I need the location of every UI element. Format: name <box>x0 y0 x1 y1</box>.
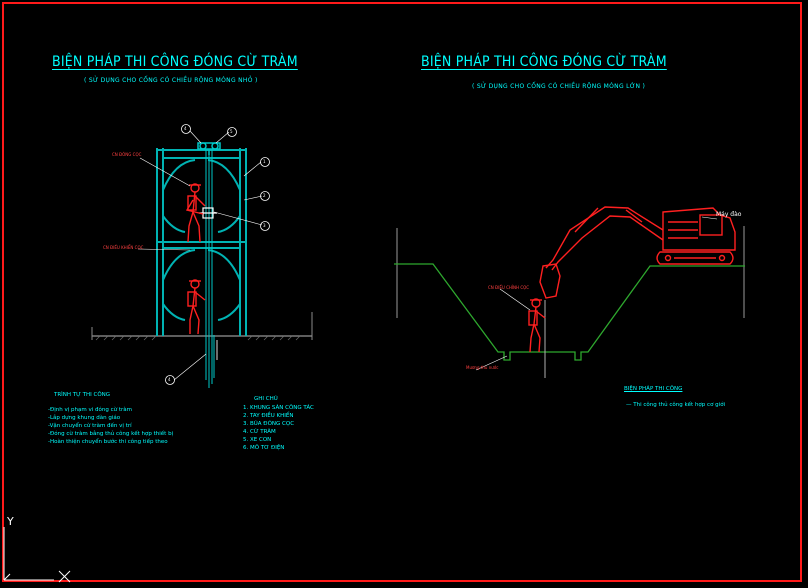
method-list: — Thi công thủ công kết hợp cơ giới <box>626 401 725 409</box>
right-title: BIỆN PHÁP THI CÔNG ĐÓNG CỪ TRÀM <box>421 54 667 70</box>
left-ground-line <box>91 312 313 340</box>
ucs-icon <box>3 527 71 583</box>
notes-list: 1. KHUNG SÀN CÔNG TÁC 2. TAY ĐIỀU KHIỂN … <box>243 404 314 452</box>
marker-3: 3 <box>263 223 266 228</box>
note-item: 3. BÚA ĐÓNG CỌC <box>243 421 295 427</box>
notes-title: GHI CHÚ <box>254 396 278 402</box>
sequence-item: -Vận chuyển cừ tràm đến vị trí <box>48 423 132 429</box>
marker-2: 2 <box>263 193 266 198</box>
marker-4-top: 4 <box>184 126 187 131</box>
note-item: 1. KHUNG SÀN CÔNG TÁC <box>243 405 314 411</box>
method-item: — Thi công thủ công kết hợp cơ giới <box>626 402 726 408</box>
worker-excavation <box>528 298 546 353</box>
left-subtitle: ( SỬ DỤNG CHO CỐNG CÓ CHIỀU RỘNG MÓNG NH… <box>84 77 258 84</box>
drawing-border <box>2 2 802 582</box>
excavator <box>539 206 736 299</box>
sequence-list: -Định vị phạm vi đóng cừ tràm -Lắp dựng … <box>48 406 173 446</box>
right-leaders <box>475 216 718 371</box>
note-item: 6. MÔ TƠ ĐIỆN <box>243 445 285 451</box>
ucs-y-label: Y <box>7 515 14 528</box>
marker-1: 1 <box>263 159 266 164</box>
callout-circles <box>165 124 270 385</box>
note-item: 5. XE CON <box>243 437 272 443</box>
right-side-stakes <box>396 226 745 318</box>
sequence-item: -Định vị phạm vi đóng cừ tràm <box>48 407 132 413</box>
label-excavator: Máy đào <box>716 211 742 218</box>
left-title: BIỆN PHÁP THI CÔNG ĐÓNG CỪ TRÀM <box>52 54 298 70</box>
pile-hammer <box>199 207 217 219</box>
sequence-item: -Đóng cừ tràm bằng thủ công kết hợp thiế… <box>48 431 174 437</box>
callout-leaders <box>137 130 263 381</box>
label-worker-top: CN ĐÓNG CỌC <box>112 152 142 157</box>
tram-piles <box>205 150 218 388</box>
worker-top <box>185 183 206 243</box>
method-title: BIỆN PHÁP THI CÔNG <box>624 386 683 392</box>
marker-5: 5 <box>230 129 233 134</box>
marker-4-bottom: 4 <box>168 377 171 382</box>
right-subtitle: ( SỬ DỤNG CHO CỐNG CÓ CHIỀU RỘNG MÓNG LỚ… <box>472 83 646 90</box>
sequence-title: TRÌNH TỰ THI CÔNG <box>54 392 111 398</box>
label-worker-bottom: CN ĐIỀU KHIỂN CỌC <box>103 245 144 250</box>
worker-bottom <box>187 279 206 335</box>
left-ground-hatch <box>95 335 301 341</box>
note-item: 4. CỪ TRÀM <box>243 429 276 435</box>
label-pit: Mương thu nước <box>466 365 499 370</box>
scaffold-frame <box>156 148 247 336</box>
sequence-item: -Hoàn thiện chuyển bước thi công tiếp th… <box>48 439 168 445</box>
note-item: 2. TAY ĐIỀU KHIỂN <box>243 413 294 419</box>
excavation-profile <box>394 263 745 361</box>
label-worker-excavation: CN ĐIỀU CHỈNH CỌC <box>488 285 530 290</box>
sequence-item: -Lắp dựng khung dàn giáo <box>48 415 121 421</box>
